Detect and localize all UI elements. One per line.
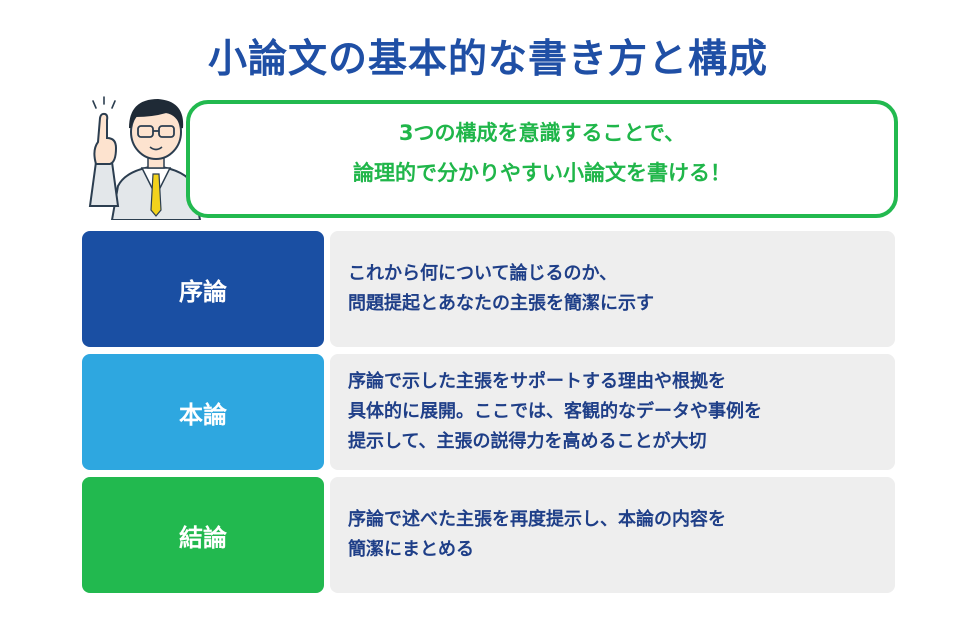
section-desc-conclusion: 序論で述べた主張を再度提示し、本論の内容を 簡潔にまとめる [330,477,895,593]
desc-line: 序論で示した主張をサポートする理由や根拠を [348,371,726,392]
desc-line: 問題提起とあなたの主張を簡潔に示す [348,293,654,314]
desc-line: これから何について論じるのか、 [348,263,618,284]
callout-text: 3つの構成を意識することで、 論理的で分かりやすい小論文を書ける！ [186,113,898,193]
section-desc-body: 序論で示した主張をサポートする理由や根拠を 具体的に展開。ここでは、客観的なデー… [330,354,895,470]
callout-line-1: 3つの構成を意識することで、 [398,121,686,145]
page-title: 小論文の基本的な書き方と構成 [207,37,768,82]
callout-line-2: 論理的で分かりやすい小論文を書ける！ [353,161,731,185]
section-label-conclusion: 結論 [82,477,324,593]
callout-bubble [186,100,898,218]
desc-line: 簡潔にまとめる [348,539,474,560]
section-desc-introduction: これから何について論じるのか、 問題提起とあなたの主張を簡潔に示す [330,231,895,347]
section-label-body: 本論 [82,354,324,470]
desc-line: 提示して、主張の説得力を高めることが大切 [348,431,707,452]
desc-line: 序論で述べた主張を再度提示し、本論の内容を [348,509,726,530]
teacher-illustration [88,96,202,220]
section-label-introduction: 序論 [82,231,324,347]
desc-line: 具体的に展開。ここでは、客観的なデータや事例を [348,401,762,422]
